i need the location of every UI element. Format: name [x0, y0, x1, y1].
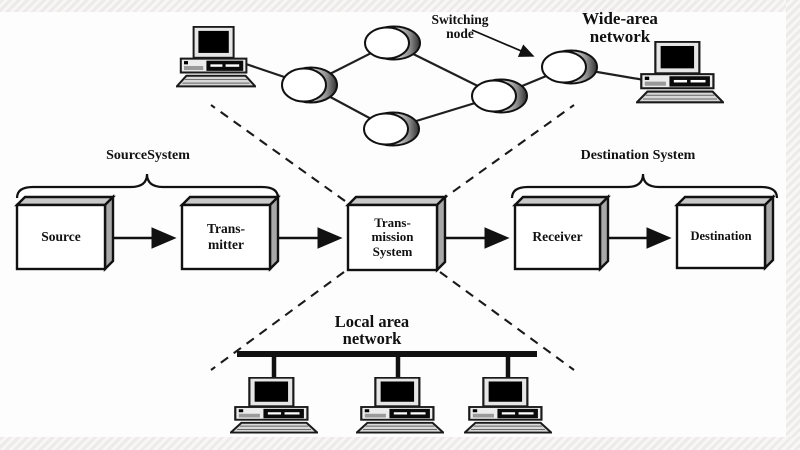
receiver-box [512, 194, 611, 272]
source-system-brace [15, 173, 280, 199]
destination-box-label: Destination [690, 229, 752, 244]
receiver-box-label: Receiver [532, 229, 583, 245]
transmitter-box-label: Trans- mitter [206, 221, 245, 252]
local-area-network-label: Local area network [334, 312, 410, 349]
source-system-label: SourceSystem [106, 148, 190, 163]
slide-margin-bottom [0, 437, 800, 450]
switching-node-pointer-arrow [471, 29, 535, 57]
switching-node-icon [364, 25, 421, 61]
desktop-computer-icon [464, 377, 552, 434]
destination-system-label: Destination System [580, 148, 696, 163]
wide-area-network-label: Wide-area network [582, 9, 658, 46]
desktop-computer-icon [636, 41, 724, 104]
transmission-system-box [345, 194, 448, 273]
slide-margin-top [0, 0, 800, 12]
desktop-computer-icon [230, 377, 318, 434]
slide-margin-right [786, 0, 800, 450]
switching-node-icon [471, 78, 528, 114]
desktop-computer-icon [356, 377, 444, 434]
dashed-connector-lower-left [210, 271, 345, 371]
dashed-connector-lower-right [439, 271, 575, 371]
desktop-computer-icon [176, 26, 256, 88]
switching-node-icon [541, 49, 598, 85]
switching-node-icon [363, 111, 420, 147]
braces [15, 173, 779, 199]
lan-bus-bar [237, 351, 537, 357]
destination-system-brace [510, 173, 779, 199]
transmission-system-box-label: Trans- mission System [371, 214, 414, 259]
source-box-label: Source [41, 229, 81, 245]
dashed-connector-upper-right [439, 104, 575, 202]
dashed-connector-upper-left [210, 104, 346, 202]
switching-node-label: Switching node [431, 12, 489, 42]
transmitter-box [179, 194, 281, 272]
destination-box [674, 194, 776, 271]
switching-node-icon [281, 66, 338, 104]
dashed-connectors [210, 104, 575, 371]
source-box [14, 194, 116, 272]
system-boxes [14, 194, 776, 273]
wan-nodes [281, 25, 598, 147]
